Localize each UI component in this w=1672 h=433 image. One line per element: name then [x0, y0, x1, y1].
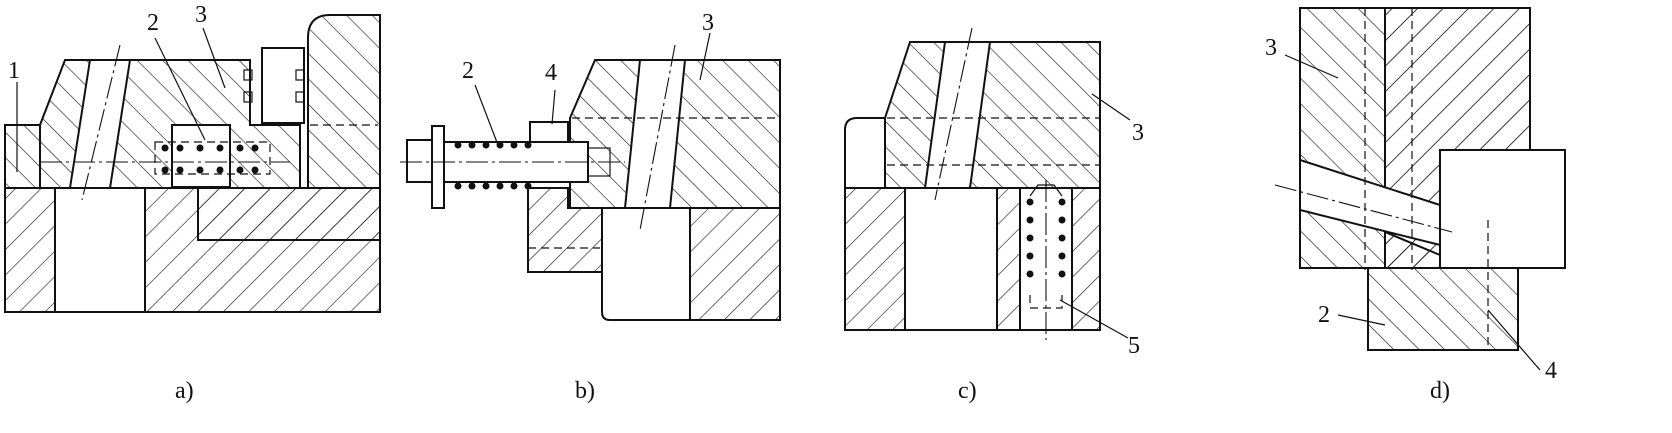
label-b-4: 4	[545, 60, 557, 86]
pocket-a	[54, 187, 146, 313]
view-c: 3 5 c)	[844, 27, 1144, 404]
label-d-3: 3	[1265, 35, 1277, 61]
label-d-2: 2	[1318, 302, 1330, 328]
screw-a2	[295, 91, 305, 103]
label-a-1: 1	[8, 58, 20, 84]
pocket-c	[904, 187, 998, 331]
stop-block-d	[1367, 267, 1519, 351]
label-b-2: 2	[462, 58, 474, 84]
mold-plate-a	[197, 187, 381, 241]
caption-c: c)	[958, 378, 977, 404]
pocket-b	[601, 207, 691, 321]
angled-pin-d	[1299, 158, 1441, 247]
label-c-3: 3	[1132, 120, 1144, 146]
spring-coils-a	[161, 144, 259, 174]
screw-a1	[295, 69, 305, 81]
caption-b: b)	[575, 378, 595, 404]
label-a-2: 2	[147, 10, 159, 36]
label-b-3: 3	[702, 10, 714, 36]
spring-coils-b	[454, 141, 532, 190]
view-d: 3 2 4 d)	[1265, 7, 1566, 404]
label-c-5: 5	[1128, 333, 1140, 359]
pocket-d	[1439, 149, 1566, 269]
caption-d: d)	[1430, 378, 1450, 404]
detent-spring-a	[154, 141, 271, 175]
label-a-3: 3	[195, 2, 207, 28]
stop-block-a	[261, 47, 305, 124]
caption-a: a)	[175, 378, 194, 404]
fixed-plate-a	[4, 187, 56, 313]
view-a: 1 2 3 a)	[4, 2, 381, 404]
detent-housing-a	[171, 124, 231, 188]
label-d-4: 4	[1545, 358, 1557, 384]
mold-b	[689, 207, 781, 321]
heel-c	[844, 117, 886, 189]
plate-c-left	[844, 187, 906, 331]
clamp-plate-a	[307, 14, 381, 189]
spring-coils-c	[1026, 198, 1066, 278]
washer-b	[431, 125, 445, 209]
screw-a4	[243, 91, 253, 103]
heel-a	[4, 124, 41, 189]
slider-c	[884, 41, 1101, 189]
screw-a3	[243, 69, 253, 81]
view-b: 2 4 3 b)	[400, 10, 781, 404]
